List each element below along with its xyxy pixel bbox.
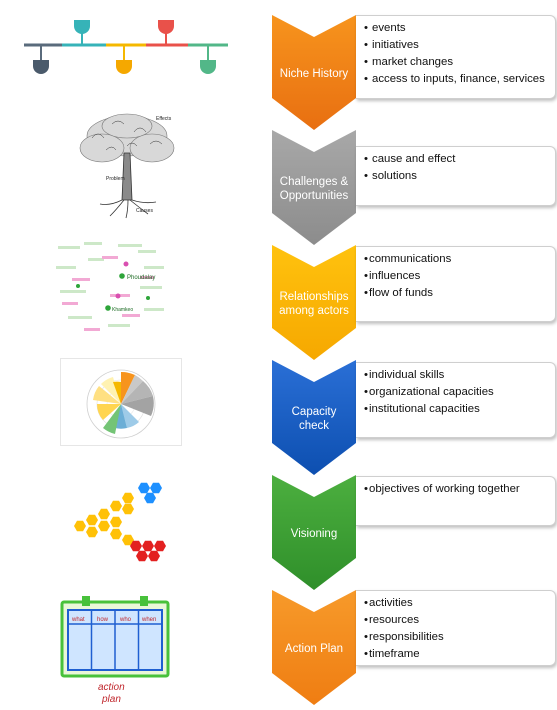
chevron-title: Capacity check bbox=[272, 405, 356, 433]
chevron-title: Action Plan bbox=[272, 642, 356, 656]
bullet-item: market changes bbox=[364, 54, 551, 71]
chevron-step-2: Challenges & Opportunities bbox=[272, 130, 356, 245]
planner-col-when: when bbox=[141, 617, 156, 623]
chevron-title-line: check bbox=[298, 420, 330, 432]
chevron-title-line: Challenges & bbox=[279, 176, 349, 188]
bullet-item: objectives of working together bbox=[364, 481, 551, 498]
planner-col-how: how bbox=[97, 617, 109, 623]
chevron-step-4: Capacity check bbox=[272, 360, 356, 475]
chevron-step-6: Action Plan bbox=[272, 590, 356, 705]
chevron-title-line: Visioning bbox=[290, 528, 338, 540]
network-label-2: Khamkeo bbox=[112, 307, 133, 313]
planner-caption-line-2: plan bbox=[101, 694, 121, 704]
bullet-list: objectives of working together bbox=[364, 481, 551, 498]
network-label-1: Phoudalay bbox=[127, 275, 155, 281]
chevron-fill bbox=[272, 360, 356, 475]
hexagons-illustration bbox=[74, 482, 166, 562]
chevron-title-line: Action Plan bbox=[284, 643, 344, 655]
chevron-fill bbox=[272, 475, 356, 590]
timeline-thumbnail bbox=[10, 12, 238, 74]
bullet-item: activities bbox=[364, 595, 551, 612]
problem-tree-illustration: Effects Problem Causes bbox=[79, 113, 175, 219]
bullet-list: cause and effectsolutions bbox=[364, 151, 551, 185]
chevron-step-1: Niche History bbox=[272, 15, 356, 130]
bullet-item: influences bbox=[364, 268, 551, 285]
bullet-list: eventsinitiativesmarket changesaccess to… bbox=[364, 20, 551, 88]
bullet-item: institutional capacities bbox=[364, 401, 551, 418]
bullet-item: access to inputs, finance, services bbox=[364, 71, 551, 88]
step-details-box: individual skillsorganizational capaciti… bbox=[356, 362, 556, 438]
step-details-box: cause and effectsolutions bbox=[356, 146, 556, 206]
bullet-item: timeframe bbox=[364, 646, 551, 663]
bullet-item: flow of funds bbox=[364, 285, 551, 302]
chevron-fill bbox=[272, 15, 356, 130]
chevron-title: Challenges & Opportunities bbox=[272, 175, 356, 203]
chevron-fill bbox=[272, 245, 356, 360]
chevron-shape bbox=[272, 130, 356, 245]
hexagons-thumbnail bbox=[66, 476, 176, 564]
chevron-title: Niche History bbox=[272, 67, 356, 81]
chevron-shape bbox=[272, 15, 356, 130]
chevron-fill bbox=[272, 130, 356, 245]
network-illustration: Phoudalay Khamkeo bbox=[56, 242, 164, 331]
bullet-list: communicationsinfluencesflow of funds bbox=[364, 251, 551, 302]
action-plan-illustration: what how who when action plan bbox=[60, 596, 170, 704]
chevron-title-line: among actors bbox=[279, 305, 349, 317]
bullet-item: initiatives bbox=[364, 37, 551, 54]
chevron-shape bbox=[272, 245, 356, 360]
problem-tree-thumbnail: Effects Problem Causes bbox=[72, 108, 184, 222]
bullet-list: individual skillsorganizational capaciti… bbox=[364, 367, 551, 418]
action-plan-thumbnail: what how who when action plan bbox=[56, 594, 174, 704]
bullet-item: events bbox=[364, 20, 551, 37]
chevron-title-line: Opportunities bbox=[279, 190, 349, 202]
chevron-title: Relationships among actors bbox=[272, 290, 356, 318]
step-details-box: activitiesresourcesresponsibilitiestimef… bbox=[356, 590, 556, 666]
chevron-title-line: Capacity bbox=[291, 406, 337, 418]
planner-col-who: who bbox=[119, 617, 132, 623]
tree-bottom-label: Causes bbox=[136, 208, 153, 214]
chevron-step-3: Relationships among actors bbox=[272, 245, 356, 360]
chevron-step-5: Visioning bbox=[272, 475, 356, 590]
planner-col-what: what bbox=[71, 617, 85, 623]
chevron-shape bbox=[272, 475, 356, 590]
chevron-title-line: Niche History bbox=[279, 68, 349, 80]
step-details-box: objectives of working together bbox=[356, 476, 556, 526]
tree-middle-label: Problem bbox=[106, 176, 125, 182]
chevron-fill bbox=[272, 590, 356, 705]
tree-top-label: Effects bbox=[156, 116, 172, 122]
bullet-item: communications bbox=[364, 251, 551, 268]
bullet-list: activitiesresourcesresponsibilitiestimef… bbox=[364, 595, 551, 663]
bullet-item: organizational capacities bbox=[364, 384, 551, 401]
radial-chart-thumbnail bbox=[60, 358, 182, 446]
network-thumbnail: Phoudalay Khamkeo bbox=[48, 236, 176, 336]
chevron-shape bbox=[272, 360, 356, 475]
chevron-title-line: Relationships bbox=[279, 291, 349, 303]
bullet-item: resources bbox=[364, 612, 551, 629]
step-details-box: communicationsinfluencesflow of funds bbox=[356, 246, 556, 322]
planner-caption-line-1: action bbox=[98, 682, 125, 693]
chevron-title: Visioning bbox=[272, 527, 356, 541]
timeline-illustration bbox=[24, 20, 228, 74]
bullet-item: solutions bbox=[364, 168, 551, 185]
bullet-item: responsibilities bbox=[364, 629, 551, 646]
bullet-item: cause and effect bbox=[364, 151, 551, 168]
chevron-shape bbox=[272, 590, 356, 705]
radial-chart-illustration bbox=[86, 369, 156, 439]
step-details-box: eventsinitiativesmarket changesaccess to… bbox=[356, 15, 556, 99]
bullet-item: individual skills bbox=[364, 367, 551, 384]
